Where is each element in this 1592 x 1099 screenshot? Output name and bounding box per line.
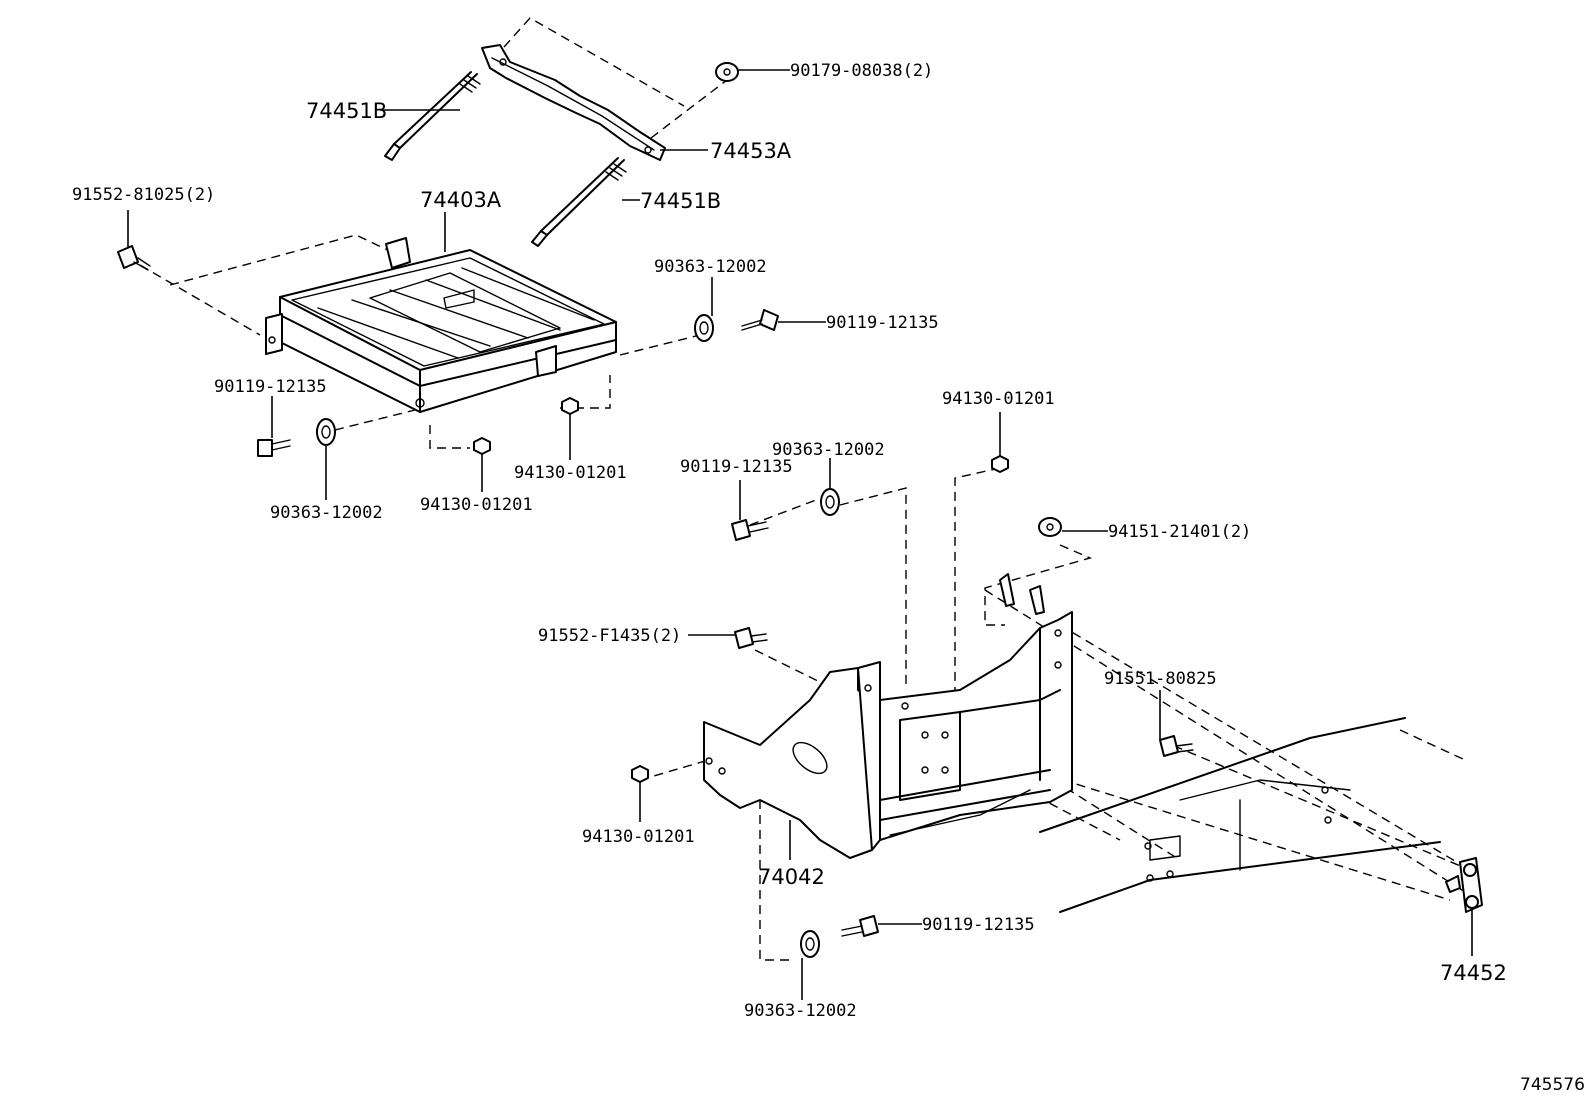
part-label-90119-12135-left: 90119-12135 xyxy=(214,377,327,397)
part-label-91552-F1435: 91552-F1435(2) xyxy=(538,626,681,646)
battery-carrier-bracket-74042 xyxy=(703,573,1073,859)
hold-down-clamp-74453A xyxy=(481,44,666,161)
part-label-74451B-upper: 74451B xyxy=(306,99,387,123)
part-label-90119-12135-center: 90119-12135 xyxy=(680,457,793,477)
part-label-90363-12002-right: 90363-12002 xyxy=(654,257,767,277)
hold-down-rod-74451B-lower xyxy=(531,157,627,247)
part-labels: 74451B 74453A 90179-08038(2) 74451B 9155… xyxy=(72,61,1507,1021)
part-label-91551-80825: 91551-80825 xyxy=(1104,669,1217,689)
part-label-94151-21401: 94151-21401(2) xyxy=(1108,522,1251,542)
part-label-94130-01201-top: 94130-01201 xyxy=(942,389,1055,409)
part-label-74403A: 74403A xyxy=(420,188,502,212)
part-label-74042: 74042 xyxy=(758,865,825,889)
part-label-74451B-lower: 74451B xyxy=(640,189,721,213)
diagram-id: 745576 xyxy=(1520,1075,1585,1095)
part-label-90363-12002-center: 90363-12002 xyxy=(772,440,885,460)
part-label-94130-01201-lower: 94130-01201 xyxy=(582,827,695,847)
part-label-90363-12002-bottom: 90363-12002 xyxy=(744,1001,857,1021)
battery-tray-74403A xyxy=(265,237,617,413)
part-label-90179-08038: 90179-08038(2) xyxy=(790,61,933,81)
vehicle-frame-rail xyxy=(1039,717,1441,913)
part-label-74453A: 74453A xyxy=(710,139,792,163)
hardware-symbols xyxy=(117,62,1194,958)
part-label-91552-81025: 91552-81025(2) xyxy=(72,185,215,205)
part-label-90363-12002-left: 90363-12002 xyxy=(270,503,383,523)
carrier-brace-74452 xyxy=(1445,857,1483,913)
leader-lines xyxy=(127,69,1473,1000)
part-label-94130-01201-tray: 94130-01201 xyxy=(514,463,627,483)
part-label-90119-12135-right: 90119-12135 xyxy=(826,313,939,333)
hold-down-rod-74451B-upper xyxy=(384,71,481,161)
part-label-74452: 74452 xyxy=(1440,961,1507,985)
part-label-90119-12135-bottom: 90119-12135 xyxy=(922,915,1035,935)
part-label-94130-01201-mid: 94130-01201 xyxy=(420,495,533,515)
